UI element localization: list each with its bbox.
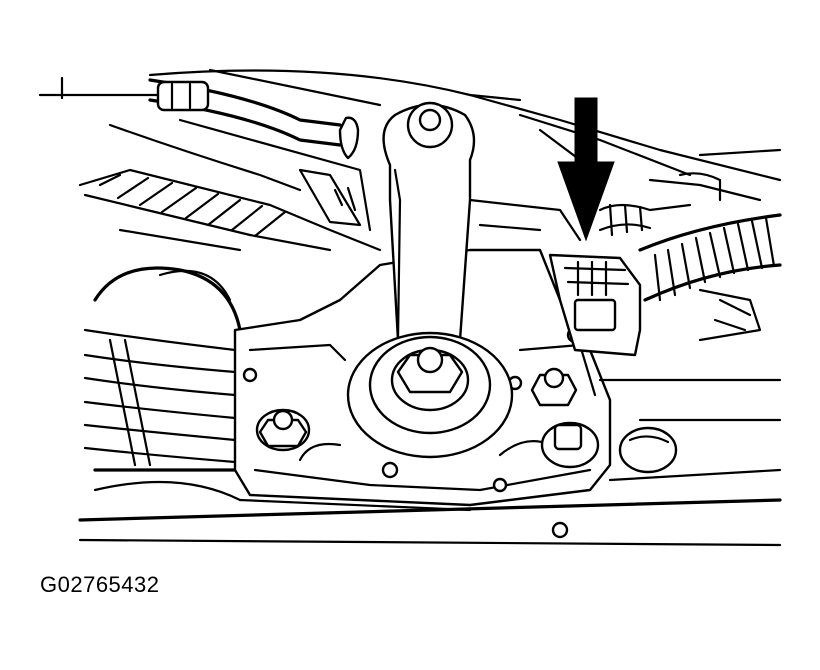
upper-hose (148, 78, 360, 160)
electrical-connector (548, 253, 642, 357)
wiring-harness (598, 172, 782, 342)
technical-illustration (38, 68, 782, 547)
figure-id-label: G02765432 (40, 572, 160, 597)
pointer-arrow (557, 97, 615, 242)
oil-pan-edge (78, 378, 782, 547)
bracket-bolt-right (530, 367, 600, 469)
lever-arm (382, 101, 476, 342)
bracket-bolt-left (255, 408, 311, 452)
left-ribbed-housing (83, 266, 242, 502)
hatch-shading (98, 168, 362, 238)
center-hub-nut (346, 331, 514, 459)
detent-ball (618, 426, 678, 474)
